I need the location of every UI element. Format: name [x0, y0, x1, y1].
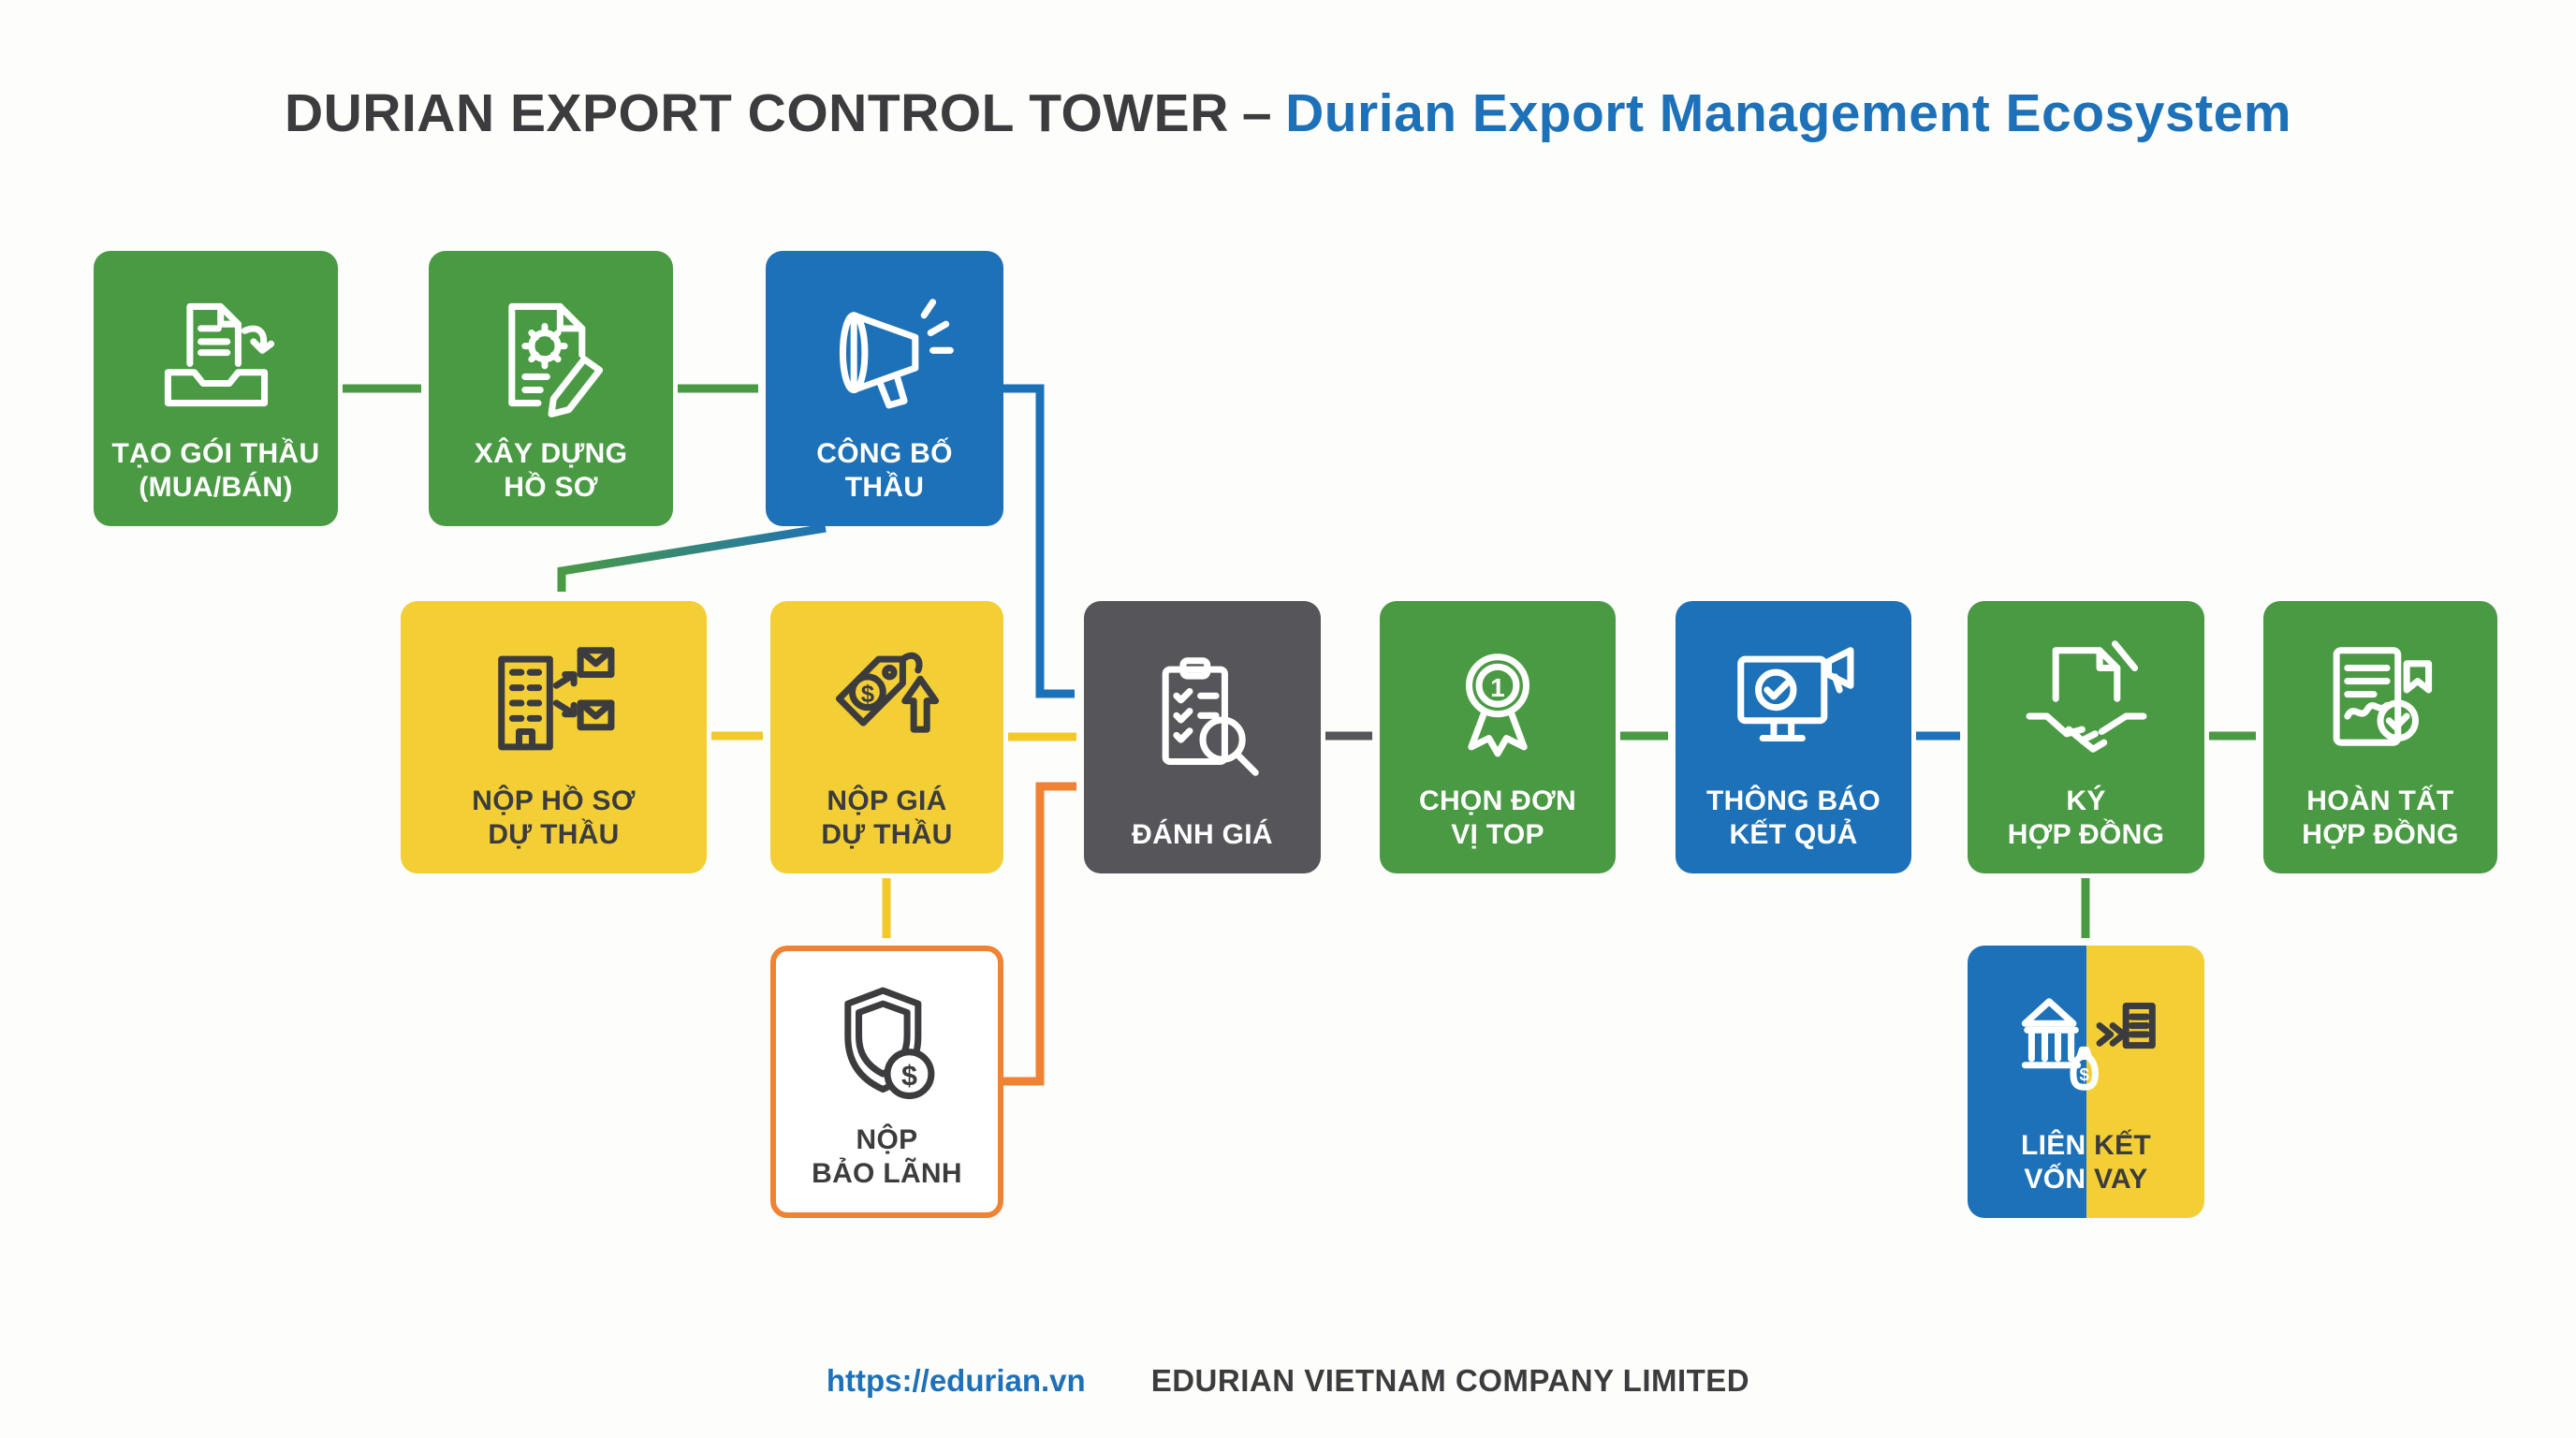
node-label: CHỌN ĐƠN VỊ TOP: [1419, 785, 1576, 850]
node-danh-gia: ĐÁNH GIÁ: [1084, 601, 1321, 873]
node-label: THÔNG BÁO KẾT QUẢ: [1705, 785, 1881, 850]
node-chon-don-vi-top: 1 CHỌN ĐƠN VỊ TOP: [1380, 601, 1616, 873]
handshake-contract-icon: [2016, 622, 2157, 785]
node-label: ĐÁNH GIÁ: [1132, 818, 1273, 850]
page-title: DURIAN EXPORT CONTROL TOWER–Durian Expor…: [0, 82, 2576, 144]
svg-text:$: $: [860, 682, 873, 708]
split-blue-half: [1968, 946, 2086, 1218]
node-xay-dung-ho-so: XÂY DỰNG HỒ SƠ: [429, 251, 673, 526]
footer-url-link[interactable]: https://edurian.vn: [826, 1363, 1086, 1398]
arrow-announce-to-evaluate: [1003, 384, 1075, 698]
label-part-white: LIÊN: [2020, 1130, 2086, 1162]
building-envelopes-icon: [484, 622, 624, 785]
node-label: XÂY DỰNG HỒ SƠ: [474, 438, 628, 503]
bank-loan-icon: $: [2016, 966, 2157, 1129]
node-cong-bo-thau: CÔNG BỐ THẦU: [766, 251, 1003, 526]
megaphone-icon: [814, 271, 955, 437]
node-label: KÝ HỢP ĐỒNG: [2007, 785, 2165, 850]
split-background: [1968, 946, 2204, 1218]
node-label: TẠO GÓI THẦU (MUA/BÁN): [111, 438, 320, 503]
clipboard-magnifier-icon: [1133, 622, 1273, 818]
node-label: NỘP GIÁ DỰ THẦU: [821, 785, 953, 850]
svg-text:$: $: [900, 1060, 916, 1092]
title-subtitle: Durian Export Management Ecosystem: [1285, 83, 2292, 143]
node-nop-ho-so-du-thau: NỘP HỒ SƠ DỰ THẦU: [401, 601, 707, 873]
shield-dollar-icon: $: [817, 972, 958, 1123]
arrow-guarantee-to-evaluate: [1003, 782, 1076, 1086]
label-part-dark: KẾT: [2094, 1130, 2152, 1162]
svg-text:1: 1: [1490, 673, 1505, 702]
node-nop-bao-lanh: $ NỘP BẢO LÃNH: [770, 946, 1003, 1218]
node-thong-bao-ket-qua: THÔNG BÁO KẾT QUẢ: [1676, 601, 1911, 873]
document-gear-pencil-icon: [481, 271, 622, 437]
title-main: DURIAN EXPORT CONTROL TOWER: [284, 83, 1229, 143]
title-dash: –: [1241, 83, 1273, 143]
node-ky-hop-dong: KÝ HỢP ĐỒNG: [1968, 601, 2204, 873]
certified-document-icon: [2310, 622, 2451, 785]
node-label: CÔNG BỐ THẦU: [816, 438, 953, 503]
monitor-announcement-icon: [1723, 622, 1864, 785]
node-tao-goi-thau: TẠO GÓI THẦU (MUA/BÁN): [94, 251, 338, 526]
node-label: HOÀN TẤT HỢP ĐỒNG: [2302, 785, 2459, 850]
split-yellow-half: [2086, 946, 2204, 1218]
arrow-announce-to-submit-docs: [557, 523, 827, 592]
medal-number-one-icon: 1: [1427, 622, 1568, 785]
svg-text:$: $: [2079, 1064, 2089, 1084]
inbox-documents-icon: [146, 271, 286, 437]
price-tag-arrow-icon: $: [817, 622, 958, 785]
node-label: NỘP BẢO LÃNH: [812, 1124, 962, 1189]
footer: https://edurian.vn EDURIAN VIETNAM COMPA…: [0, 1363, 2576, 1399]
node-hoan-tat-hop-dong: HOÀN TẤT HỢP ĐỒNG: [2263, 601, 2497, 873]
footer-company-name: EDURIAN VIETNAM COMPANY LIMITED: [1150, 1363, 1750, 1398]
node-lien-ket-von-vay: $ LIÊN KẾT VỐN VAY: [1968, 946, 2204, 1218]
node-nop-gia-du-thau: $ NỘP GIÁ DỰ THẦU: [770, 601, 1003, 873]
node-label: NỘP HỒ SƠ DỰ THẦU: [472, 785, 636, 850]
label-part-white: VỐN: [2024, 1163, 2086, 1195]
node-label: LIÊN KẾT VỐN VAY: [2021, 1129, 2151, 1196]
label-part-dark: VAY: [2093, 1163, 2148, 1195]
